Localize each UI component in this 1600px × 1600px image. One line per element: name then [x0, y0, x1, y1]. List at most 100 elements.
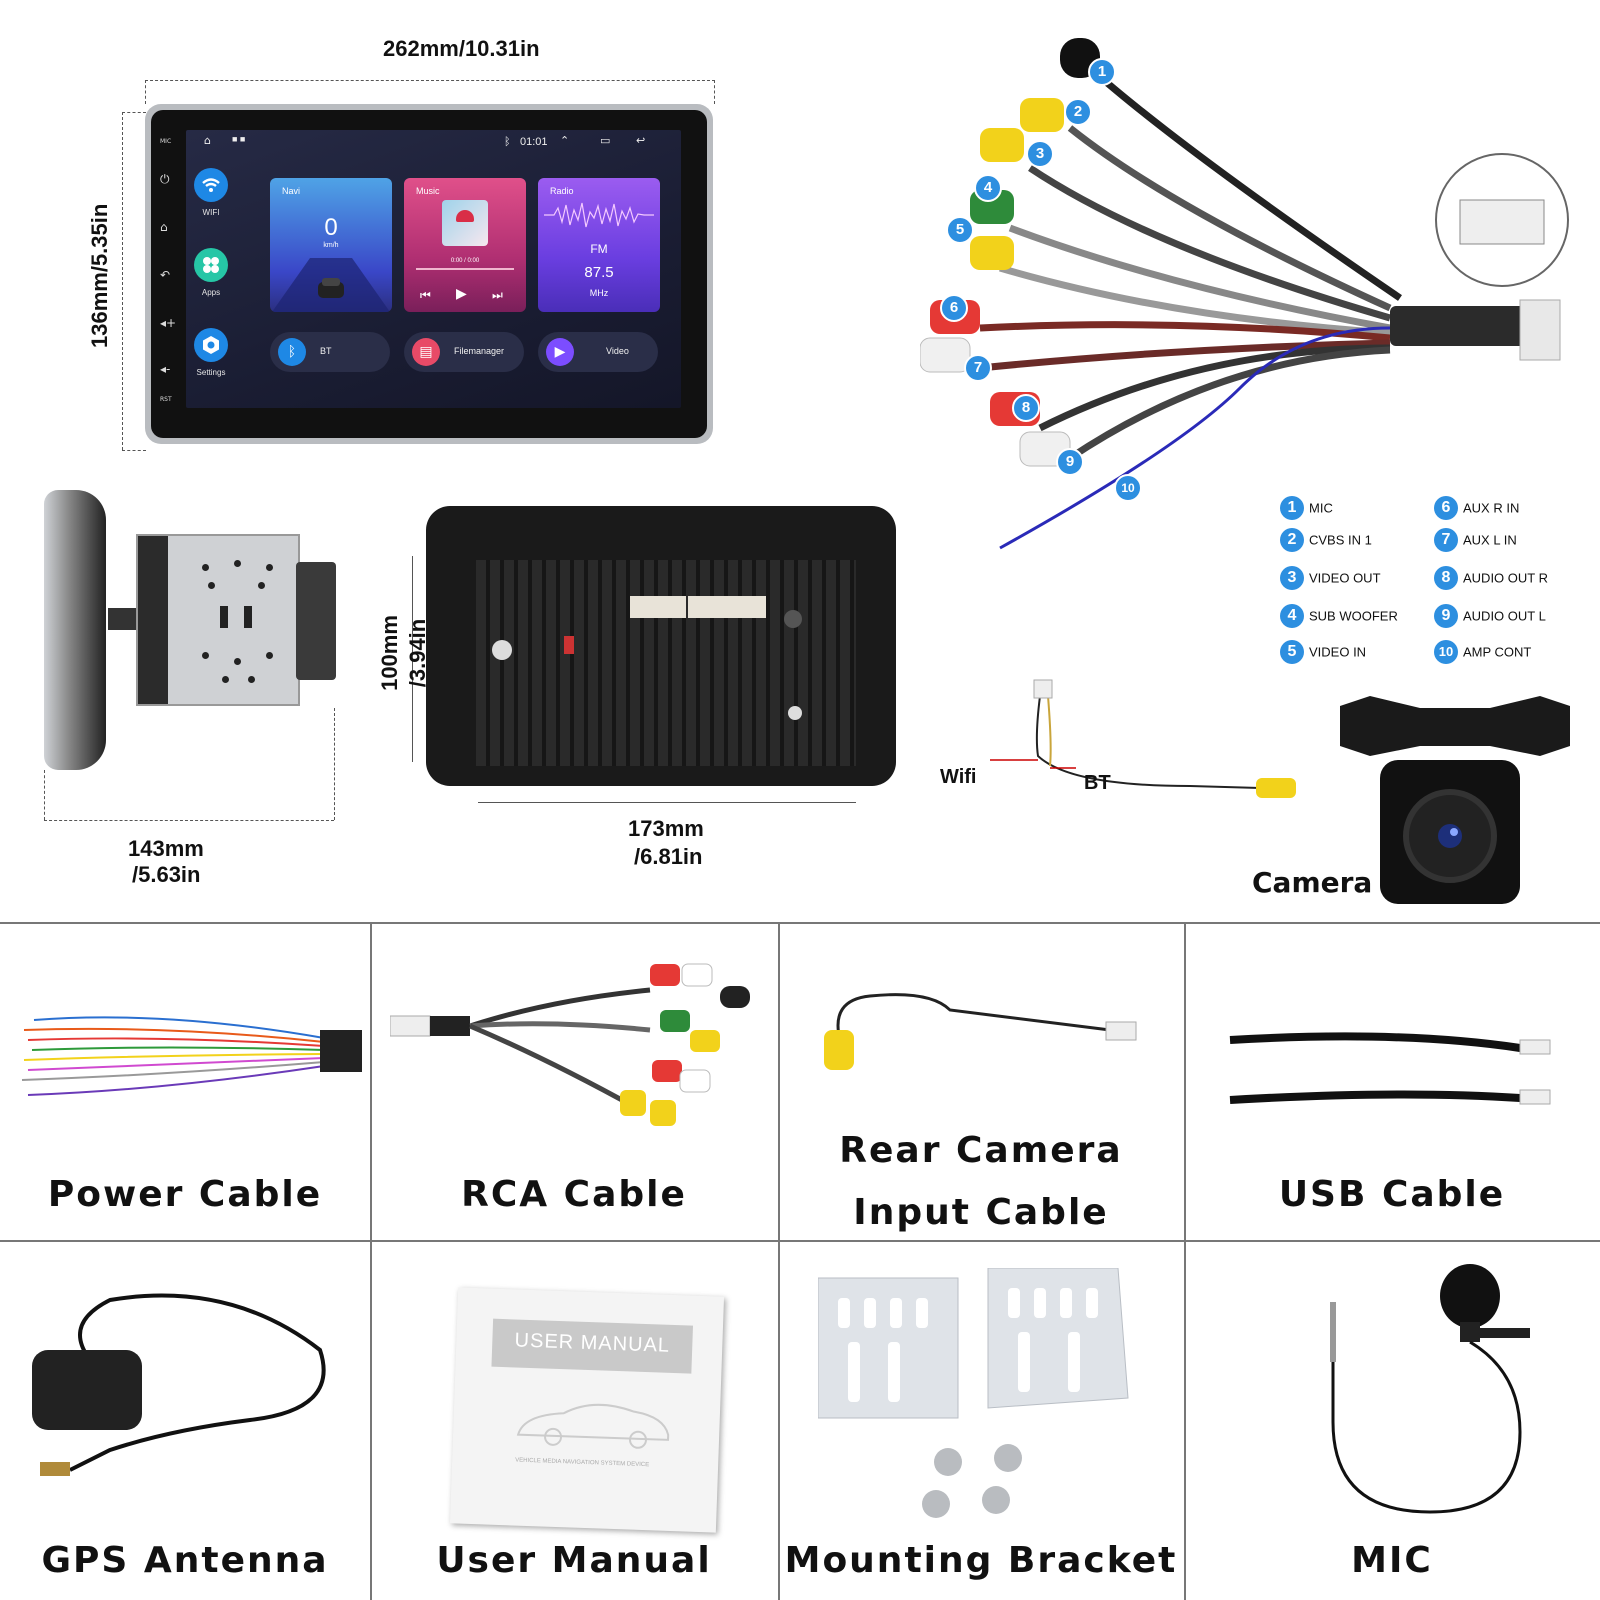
- navi-card[interactable]: Navi 0 km/h: [270, 178, 392, 312]
- radio-frequency: 87.5: [584, 264, 614, 281]
- music-card[interactable]: Music 0:00 / 0:00 ⏮ ▶ ⏭: [404, 178, 526, 312]
- settings-icon[interactable]: [194, 328, 228, 362]
- apps-label: Apps: [201, 288, 221, 297]
- mic-label: MIC: [160, 138, 172, 145]
- video-pill[interactable]: ▶ Video: [538, 332, 658, 372]
- grid-line-top: [0, 922, 1600, 924]
- wifi-icon[interactable]: [194, 168, 228, 202]
- power-icon[interactable]: ⏻: [160, 172, 170, 186]
- grid-line-v3: [1184, 922, 1186, 1600]
- settings-label: Settings: [196, 368, 226, 377]
- gps-antenna-label: GPS Antenna: [41, 1540, 329, 1581]
- expand-up-icon[interactable]: ⌃: [560, 134, 570, 147]
- back-height-dimension: 100mm: [377, 615, 402, 691]
- radio-band: FM: [590, 242, 608, 256]
- legend-number: 9: [1434, 604, 1458, 628]
- depth-dimension-line: [44, 820, 334, 821]
- head-unit-side-view: [44, 490, 106, 770]
- connector-block-1: [630, 596, 686, 618]
- return-icon[interactable]: ↩: [636, 134, 646, 147]
- music-progress-bar[interactable]: [416, 268, 514, 270]
- rca-cable-illustration: [390, 963, 750, 1126]
- bt-label: BT: [320, 346, 332, 356]
- previous-icon[interactable]: ⏮: [420, 288, 431, 302]
- connector-block-2: [688, 596, 766, 618]
- car-outline-graphic: [516, 1403, 670, 1449]
- filemanager-label: Filemanager: [454, 346, 505, 356]
- wifi-label: WIFI: [202, 208, 220, 217]
- bluetooth-status-icon: ᛒ: [504, 135, 511, 148]
- android-screen[interactable]: ⌂ ■ ■ ᛒ 01:01 ⌃ ▭ ↩ WIFI Apps Settings N…: [186, 130, 681, 408]
- road-graphic: [272, 258, 390, 312]
- legend-number: 2: [1280, 528, 1304, 552]
- radio-unit: MHz: [589, 288, 609, 298]
- depth-tick-left: [44, 770, 45, 820]
- legend-label: SUB WOOFER: [1309, 608, 1398, 624]
- cable-badge-1: 1: [1088, 58, 1116, 86]
- legend-number: 4: [1280, 604, 1304, 628]
- home-outline-icon[interactable]: ⌂: [204, 134, 211, 147]
- width-dimension-line: [145, 80, 715, 81]
- rear-camera-cable-illustration: [824, 993, 1137, 1070]
- depth-dimension-inch: /5.63in: [132, 862, 201, 887]
- wifi-antenna-label: Wifi: [940, 766, 977, 788]
- mounting-bracket-illustration: [818, 1268, 1129, 1518]
- cable-badge-3: 3: [1026, 140, 1054, 168]
- video-label: Video: [606, 346, 629, 356]
- usb-cable-label: USB Cable: [1278, 1174, 1506, 1215]
- input-cable-label: Input Cable: [853, 1192, 1109, 1233]
- navi-speed: 0: [324, 214, 338, 241]
- reset-label: RST: [160, 396, 172, 403]
- cable-badge-2: 2: [1064, 98, 1092, 126]
- music-title: Music: [416, 186, 440, 196]
- radio-title: Radio: [550, 186, 574, 196]
- home-icon[interactable]: ⌂: [160, 220, 168, 234]
- rear-camera-label: Rear Camera: [839, 1130, 1123, 1171]
- cable-badge-8: 8: [1012, 394, 1040, 422]
- bt-pill[interactable]: ᛒ BT: [270, 332, 390, 372]
- manual-subtitle: VEHICLE MEDIA NAVIGATION SYSTEM DEVICE: [515, 1457, 650, 1469]
- play-icon[interactable]: ▶: [456, 286, 467, 302]
- notification-dots-icon: ■ ■: [232, 134, 246, 144]
- antenna-port: [788, 706, 802, 720]
- filemanager-pill[interactable]: ▤ Filemanager: [404, 332, 524, 372]
- legend-number: 1: [1280, 496, 1304, 520]
- legend-label: AUDIO OUT R: [1463, 570, 1548, 586]
- apps-icon[interactable]: [194, 248, 228, 282]
- bluetooth-icon: ᛒ: [278, 338, 306, 366]
- grid-line-v2: [778, 922, 780, 1600]
- usb-cable-illustration: [1229, 1032, 1551, 1105]
- mic-label: MIC: [1351, 1540, 1433, 1581]
- height-tick-top: [122, 112, 146, 113]
- din-chassis: [136, 534, 300, 706]
- legend-number: 7: [1434, 528, 1458, 552]
- legend-label: AMP CONT: [1463, 644, 1532, 660]
- swivel-mount: [108, 608, 142, 630]
- legend-label: MIC: [1309, 500, 1333, 516]
- waveform-graphic: [544, 202, 654, 228]
- width-dimension: 262mm/10.31in: [383, 36, 540, 61]
- cable-badge-10: 10: [1114, 474, 1142, 502]
- legend-number: 3: [1280, 566, 1304, 590]
- music-time: 0:00 / 0:00: [450, 258, 480, 264]
- radio-card[interactable]: Radio FM 87.5 MHz: [538, 178, 660, 312]
- volume-down-icon[interactable]: ◂-: [160, 362, 171, 376]
- grid-line-v1: [370, 922, 372, 1600]
- ce-mark: [492, 640, 512, 660]
- next-icon[interactable]: ⏭: [492, 288, 503, 302]
- back-height-dimension-inch: /3.94in: [405, 618, 430, 688]
- bt-antenna-label: BT: [1084, 772, 1111, 794]
- legend-label: AUX L IN: [1463, 532, 1517, 548]
- gps-antenna-illustration: [32, 1293, 326, 1476]
- recent-apps-icon[interactable]: ▭: [600, 134, 611, 147]
- user-manual-booklet: USER MANUAL VEHICLE MEDIA NAVIGATION SYS…: [449, 1287, 725, 1533]
- mounting-bracket-label: Mounting Bracket: [784, 1540, 1178, 1581]
- depth-dimension: 143mm: [128, 836, 204, 861]
- volume-up-icon[interactable]: ◂+: [160, 316, 177, 330]
- back-icon[interactable]: ↶: [160, 268, 171, 282]
